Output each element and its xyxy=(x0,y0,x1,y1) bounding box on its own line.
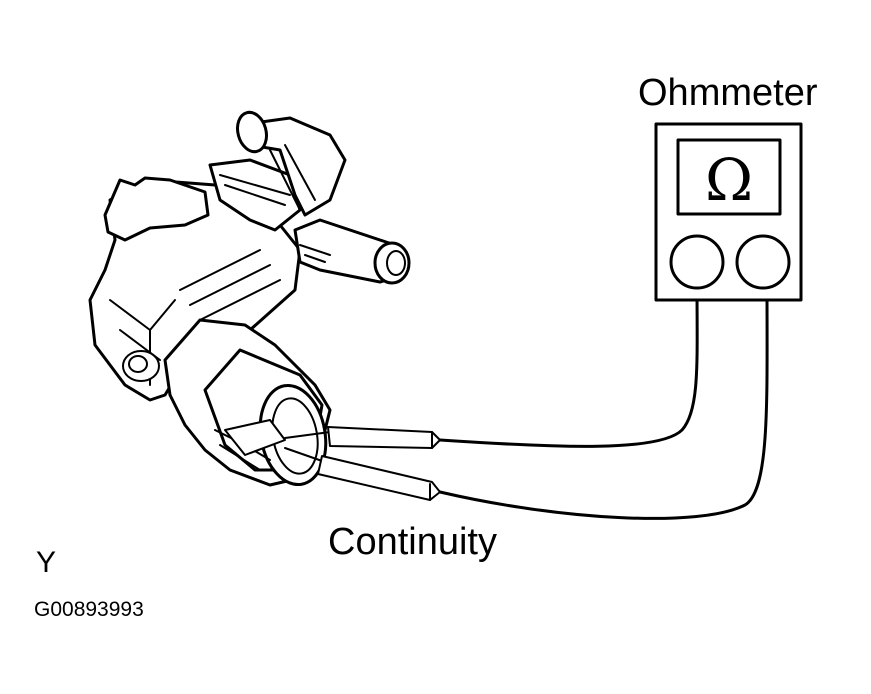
corner-letter: Y xyxy=(36,546,57,579)
connector-lock-tab xyxy=(224,419,286,456)
lead-wire-upper xyxy=(438,283,699,448)
valve-bracket xyxy=(103,176,210,242)
ohmmeter-display xyxy=(676,138,782,216)
probe-lower xyxy=(284,447,441,501)
terminal-right xyxy=(735,234,791,290)
side-port-end xyxy=(373,241,411,285)
upper-port-end xyxy=(236,110,268,154)
continuity-label: Continuity xyxy=(328,521,497,563)
probe-upper xyxy=(284,426,441,449)
ohmmeter: Ω xyxy=(654,122,803,302)
ohmmeter-label: Ohmmeter xyxy=(638,72,818,114)
mount-hole-inner xyxy=(128,355,148,373)
solenoid-valve xyxy=(88,110,411,487)
omega-symbol: Ω xyxy=(705,146,753,214)
lead-wire-lower xyxy=(438,283,769,520)
terminal-left xyxy=(669,234,725,290)
figure-code: G00893993 xyxy=(34,598,144,621)
